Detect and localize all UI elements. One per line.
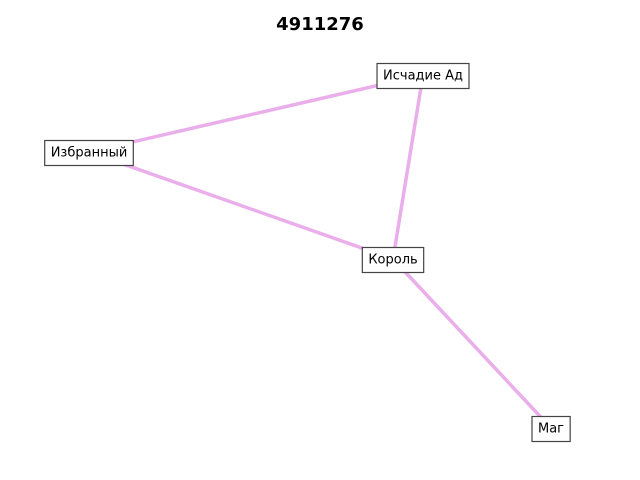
node-ischadie: Исчадие Ад [376,62,470,90]
diagram-title: 4911276 [276,14,364,35]
node-mag: Маг [531,415,571,443]
node-box [376,62,470,90]
edge-izbranny-korol [87,150,395,261]
node-label: Избранный [51,146,128,161]
node-box [44,139,134,167]
node-label: Исчадие Ад [383,69,463,84]
node-izbranny: Избранный [44,139,134,167]
node-box [531,415,571,443]
edges-layer [87,73,553,430]
edge-ischadie-korol [391,73,425,261]
edge-korol-mag [391,257,553,430]
edge-izbranny-ischadie [87,73,425,154]
node-korol: Король [361,246,425,274]
node-label: Маг [538,422,564,437]
node-box [361,246,425,274]
node-label: Король [368,253,417,268]
